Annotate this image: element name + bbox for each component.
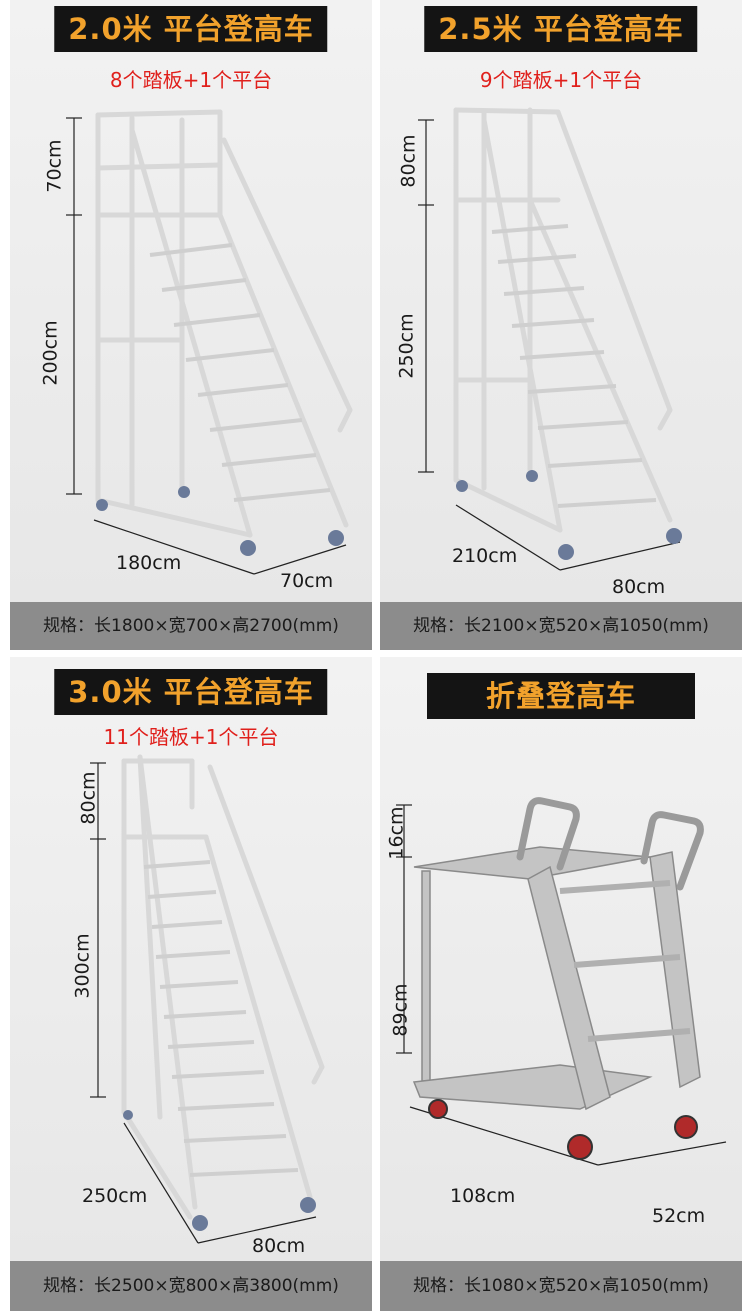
dim-main-height: 200cm (39, 320, 62, 386)
dim-length: 210cm (452, 545, 518, 567)
dim-width: 80cm (612, 576, 666, 598)
dim-width: 52cm (652, 1205, 706, 1227)
spec-bar: 规格：长1080×宽520×高1050(mm) (380, 1261, 742, 1311)
ladder-illustration (418, 107, 682, 571)
panel-subtitle: 8个踏板+1个平台 (109, 68, 273, 92)
product-panel-3m: 3.0米 平台登高车 11个踏板+1个平台 (10, 657, 372, 1311)
dim-main-height: 250cm (395, 313, 418, 379)
dim-main-height: 89cm (389, 983, 412, 1037)
dim-top-height: 80cm (77, 771, 100, 825)
spec-bar: 规格：长1800×宽700×高2700(mm) (10, 602, 372, 650)
dim-main-height: 300cm (71, 933, 94, 999)
panel-title: 2.0米 平台登高车 (54, 6, 328, 52)
spec-bar: 规格：长2100×宽520×高1050(mm) (380, 602, 742, 650)
panel-title: 3.0米 平台登高车 (54, 669, 328, 715)
dim-width: 70cm (280, 570, 334, 592)
product-panel-2m: 2.0米 平台登高车 8个踏板+1个平台 (10, 0, 372, 650)
product-panel-folding: 折叠登高车 16c (380, 657, 742, 1311)
panel-title: 2.5米 平台登高车 (424, 6, 698, 52)
panel-subtitle: 11个踏板+1个平台 (103, 725, 279, 749)
dim-length: 108cm (450, 1185, 516, 1207)
panel-subtitle: 9个踏板+1个平台 (479, 68, 643, 92)
panel-title: 折叠登高车 (427, 673, 695, 719)
product-panel-2-5m: 2.5米 平台登高车 9个踏板+1个平台 (380, 0, 742, 650)
dim-top-height: 80cm (397, 134, 420, 188)
dim-top-height: 70cm (43, 139, 66, 193)
spec-bar: 规格：长2500×宽800×高3800(mm) (10, 1261, 372, 1311)
dim-width: 80cm (252, 1235, 306, 1257)
dim-length: 250cm (82, 1185, 148, 1207)
folding-cart-illustration (396, 797, 727, 1166)
ladder-illustration (90, 754, 325, 1244)
dim-length: 180cm (116, 552, 182, 574)
dim-top-height: 16cm (385, 806, 408, 860)
ladder-illustration (66, 109, 353, 575)
